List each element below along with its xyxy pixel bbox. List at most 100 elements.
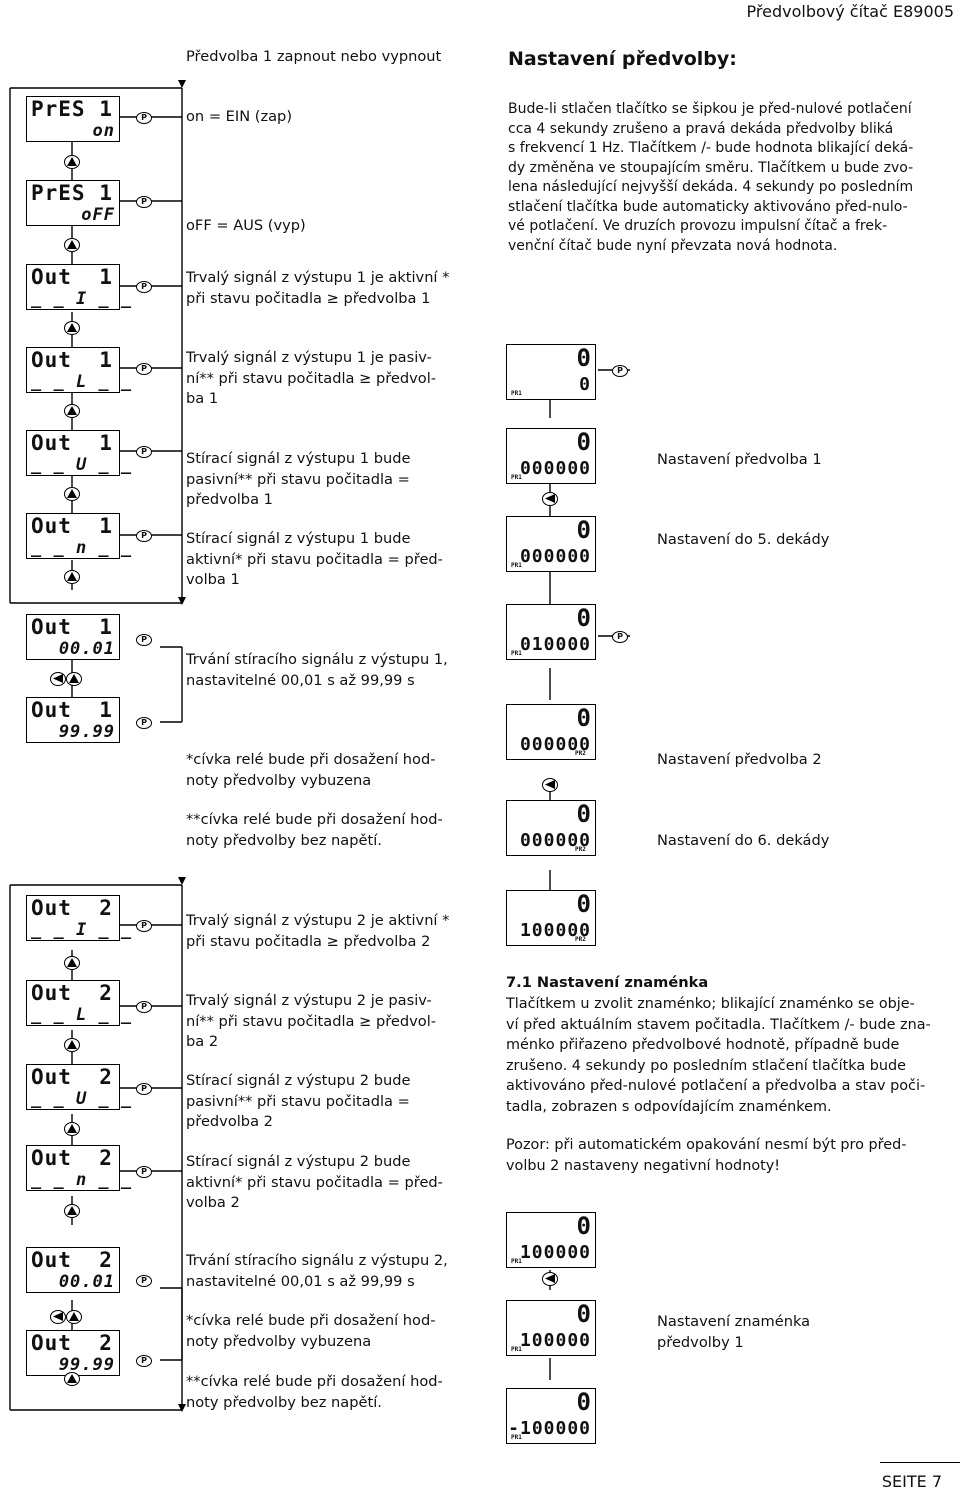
page-header: Předvolbový čítač E89005 — [0, 0, 960, 42]
preset1-toggle-title: Předvolba 1 zapnout nebo vypnout — [186, 48, 442, 65]
section-7-1-title: 7.1 Nastavení znaménka — [506, 974, 709, 991]
trvani2-text: Trvání stíracího signálu z výstupu 2,nas… — [186, 1252, 448, 1290]
p-button[interactable]: P — [136, 1166, 152, 1178]
document-title: Předvolbový čítač E89005 — [746, 2, 954, 21]
up-arrow-icon — [67, 406, 77, 415]
up-arrow-button[interactable] — [64, 1038, 80, 1052]
lcd-display-left: Out 2_ _ L _ _ — [26, 980, 131, 1026]
left-arrow-button[interactable] — [50, 672, 66, 686]
off-label: oFF = AUS (vyp) — [186, 217, 306, 234]
lcd-bottom-text: _ _ n _ _ — [31, 538, 133, 558]
up-arrow-button[interactable] — [64, 956, 80, 970]
lcd-channel-tag: PR1 — [511, 474, 522, 481]
up-arrow-button[interactable] — [66, 672, 82, 686]
trv2-passive-text: Trvalý signál z výstupu 2 je pasiv-ní** … — [186, 992, 437, 1050]
warning-text: Pozor: při automatickém opakování nesmí … — [506, 1137, 907, 1174]
left-arrow-button[interactable] — [50, 1310, 66, 1324]
up-arrow-button[interactable] — [66, 1310, 82, 1324]
lcd-top-digit: 0 — [576, 800, 591, 828]
left-arrow-button[interactable] — [542, 778, 558, 792]
lcd-display-left: Out 2_ _ U _ _ — [26, 1064, 131, 1110]
label-preset2: Nastavení předvolba 2 — [657, 751, 822, 768]
lcd-top-digit: 0 — [576, 704, 591, 732]
up-arrow-button[interactable] — [64, 1372, 80, 1386]
left-arrow-button[interactable] — [542, 492, 558, 506]
lcd-bottom-digits: 100000 — [519, 1242, 591, 1263]
up-arrow-button[interactable] — [64, 238, 80, 252]
lcd-top-text: PrES 1 — [31, 181, 113, 205]
civka2-excited-text: *cívka relé bude při dosažení hod-noty p… — [186, 1312, 436, 1350]
p-button[interactable]: P — [136, 196, 152, 208]
p-button[interactable]: P — [612, 365, 628, 377]
lcd-bottom-text: _ _ L _ _ — [31, 372, 133, 392]
lcd-top-text: Out 1 — [31, 514, 113, 538]
lcd-bottom-text: _ _ I _ _ — [31, 289, 133, 309]
up-arrow-button[interactable] — [64, 321, 80, 335]
lcd-display-left: Out 2_ _ I _ _ — [26, 895, 131, 941]
p-button[interactable]: P — [136, 446, 152, 458]
lcd-display-left: Out 2_ _ n _ _ — [26, 1145, 131, 1191]
up-arrow-button[interactable] — [64, 1122, 80, 1136]
left-arrow-icon — [53, 1312, 63, 1321]
up-arrow-icon — [67, 240, 77, 249]
page-number: SEITE 7 — [881, 1472, 942, 1491]
lcd-bottom-digits: -100000 — [508, 1418, 591, 1439]
up-arrow-button[interactable] — [64, 155, 80, 169]
p-button[interactable]: P — [136, 920, 152, 932]
up-arrow-button[interactable] — [64, 570, 80, 584]
up-arrow-button[interactable] — [64, 404, 80, 418]
p-button[interactable]: P — [136, 717, 152, 729]
p-button[interactable]: P — [136, 1001, 152, 1013]
left-arrow-button[interactable] — [542, 1272, 558, 1286]
p-button[interactable]: P — [136, 530, 152, 542]
lcd-display-left: Out 1_ _ n _ _ — [26, 513, 133, 559]
left-arrow-icon — [545, 494, 555, 503]
lcd-bottom-text: _ _ U _ _ — [31, 455, 133, 475]
p-button[interactable]: P — [136, 363, 152, 375]
lcd-channel-tag: PR1 — [511, 650, 522, 657]
lcd-bottom-digits: 100000 — [519, 920, 591, 941]
up-arrow-button[interactable] — [64, 487, 80, 501]
p-button[interactable]: P — [136, 634, 152, 646]
lcd-bottom-digits: 0 — [579, 374, 591, 395]
p-button[interactable]: P — [136, 112, 152, 124]
lcd-top-text: Out 1 — [31, 431, 113, 455]
trv1-passive-text: Trvalý signál z výstupu 1 je pasiv-ní** … — [186, 349, 437, 407]
p-button[interactable]: P — [136, 1083, 152, 1095]
lcd-channel-tag: PR1 — [511, 1258, 522, 1265]
section-heading: Nastavení předvolby: — [508, 48, 737, 70]
up-arrow-button[interactable] — [64, 1204, 80, 1218]
lcd-bottom-digits: 100000 — [519, 1330, 591, 1351]
p-button[interactable]: P — [136, 281, 152, 293]
up-arrow-icon — [67, 958, 77, 967]
lcd-top-text: Out 2 — [31, 981, 113, 1005]
lcd-channel-tag: PR2 — [575, 750, 586, 757]
lcd-top-digit: 0 — [576, 604, 591, 632]
lcd-bottom-text: 99.99 — [58, 1355, 115, 1375]
up-arrow-icon — [67, 489, 77, 498]
lcd-display-left: Out 1_ _ I _ _ — [26, 264, 133, 310]
up-arrow-icon — [67, 157, 77, 166]
lcd-bottom-digits: 000000 — [519, 546, 591, 567]
lcd-bottom-digits: 000000 — [519, 458, 591, 479]
lcd-display-left: Out 1_ _ U _ _ — [26, 430, 133, 476]
lcd-top-text: Out 2 — [31, 1146, 113, 1170]
p-button[interactable]: P — [136, 1355, 152, 1367]
lcd-bottom-text: 00.01 — [58, 639, 115, 659]
p-button[interactable]: P — [612, 631, 628, 643]
lcd-top-text: Out 1 — [31, 615, 113, 639]
p-button[interactable]: P — [136, 1275, 152, 1287]
lcd-channel-tag: PR1 — [511, 1346, 522, 1353]
lcd-channel-tag: PR2 — [575, 936, 586, 943]
